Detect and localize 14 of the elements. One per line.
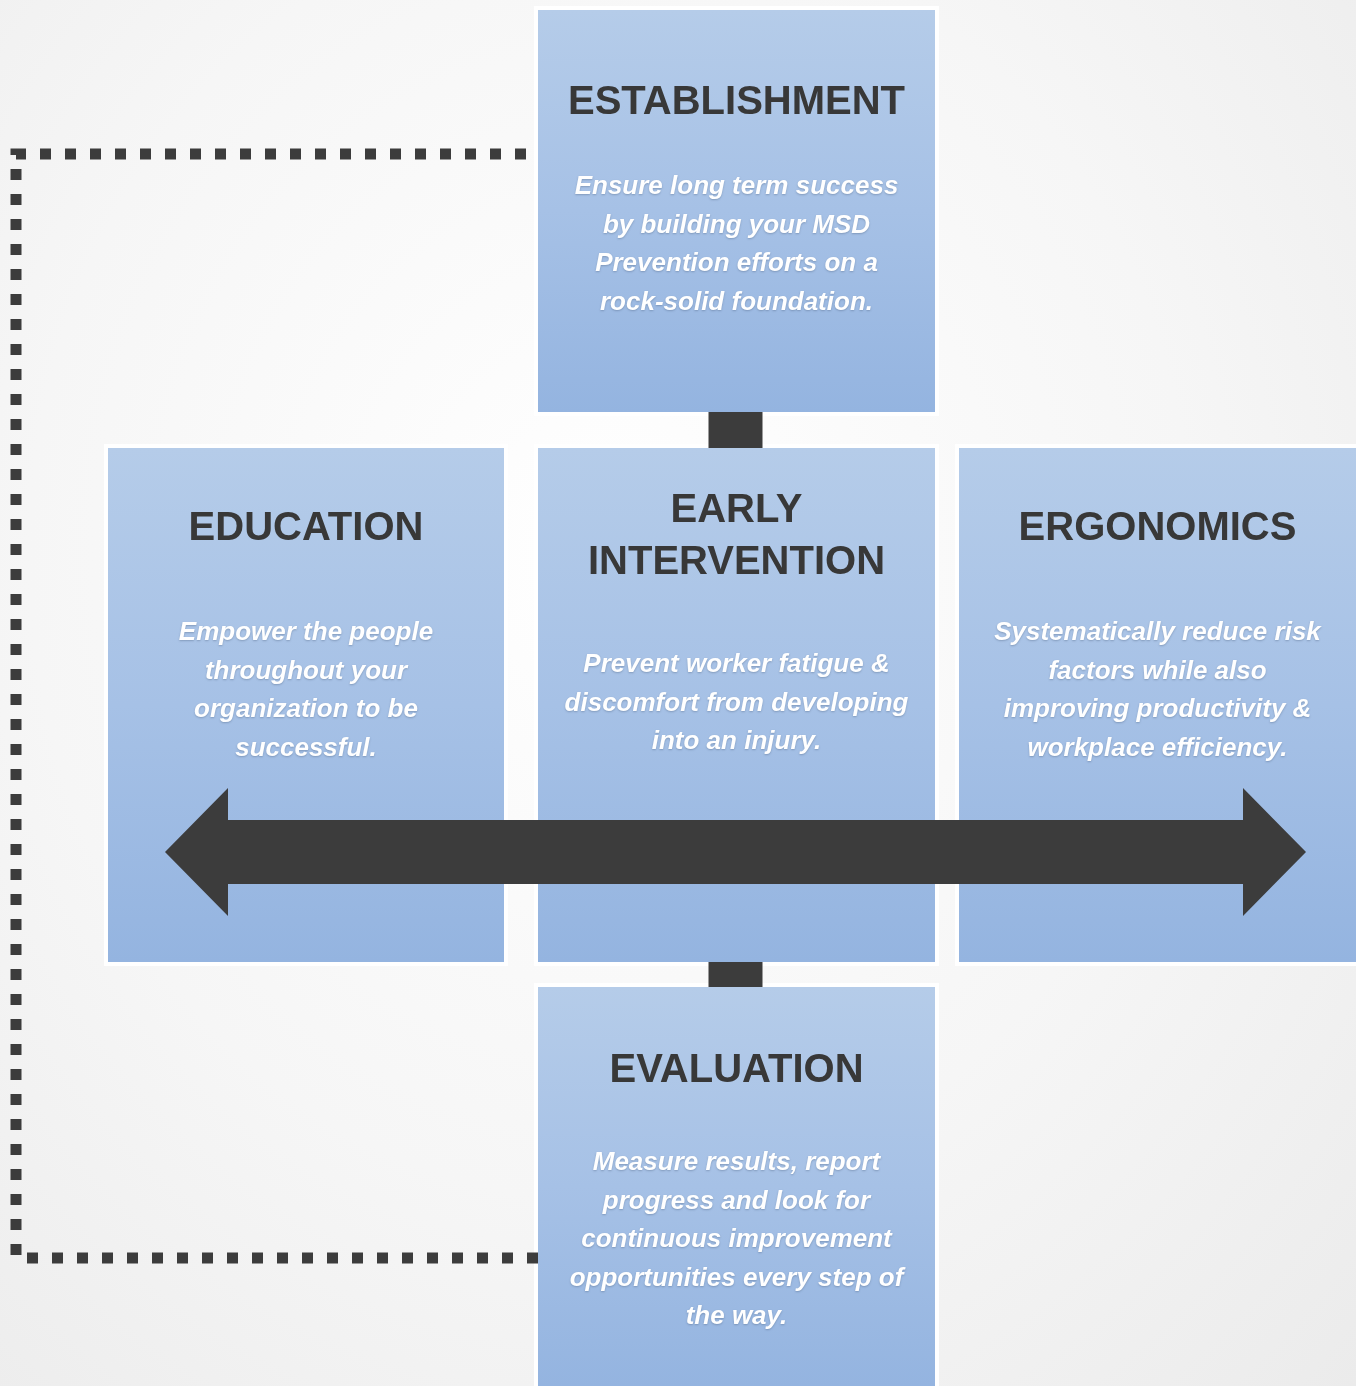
- box-heading: ESTABLISHMENT: [568, 77, 905, 124]
- connector: [708, 962, 763, 987]
- box-heading: EDUCATION: [188, 503, 424, 550]
- box-description: Prevent worker fatigue & discomfort from developing into an injury.: [564, 647, 909, 757]
- box-heading: EARLY INTERVENTION: [586, 485, 887, 584]
- box-description: Measure results, report progress and look for continuous improvement opportunities every step of the way.: [568, 1145, 907, 1332]
- box-heading: EVALUATION: [609, 1045, 864, 1092]
- box-description: Systematically reduce risk factors while also improving productivity & workplace efficiency.: [993, 615, 1323, 764]
- double-arrow: [165, 788, 1306, 916]
- dotted-connector: [10, 148, 538, 1264]
- connector: [708, 412, 763, 448]
- box-heading: ERGONOMICS: [1018, 503, 1297, 550]
- box-description: Ensure long term success by building your MSD Prevention efforts on a rock-solid foundation.: [573, 169, 900, 318]
- box-description: Empower the people throughout your organization to be successful.: [177, 615, 435, 764]
